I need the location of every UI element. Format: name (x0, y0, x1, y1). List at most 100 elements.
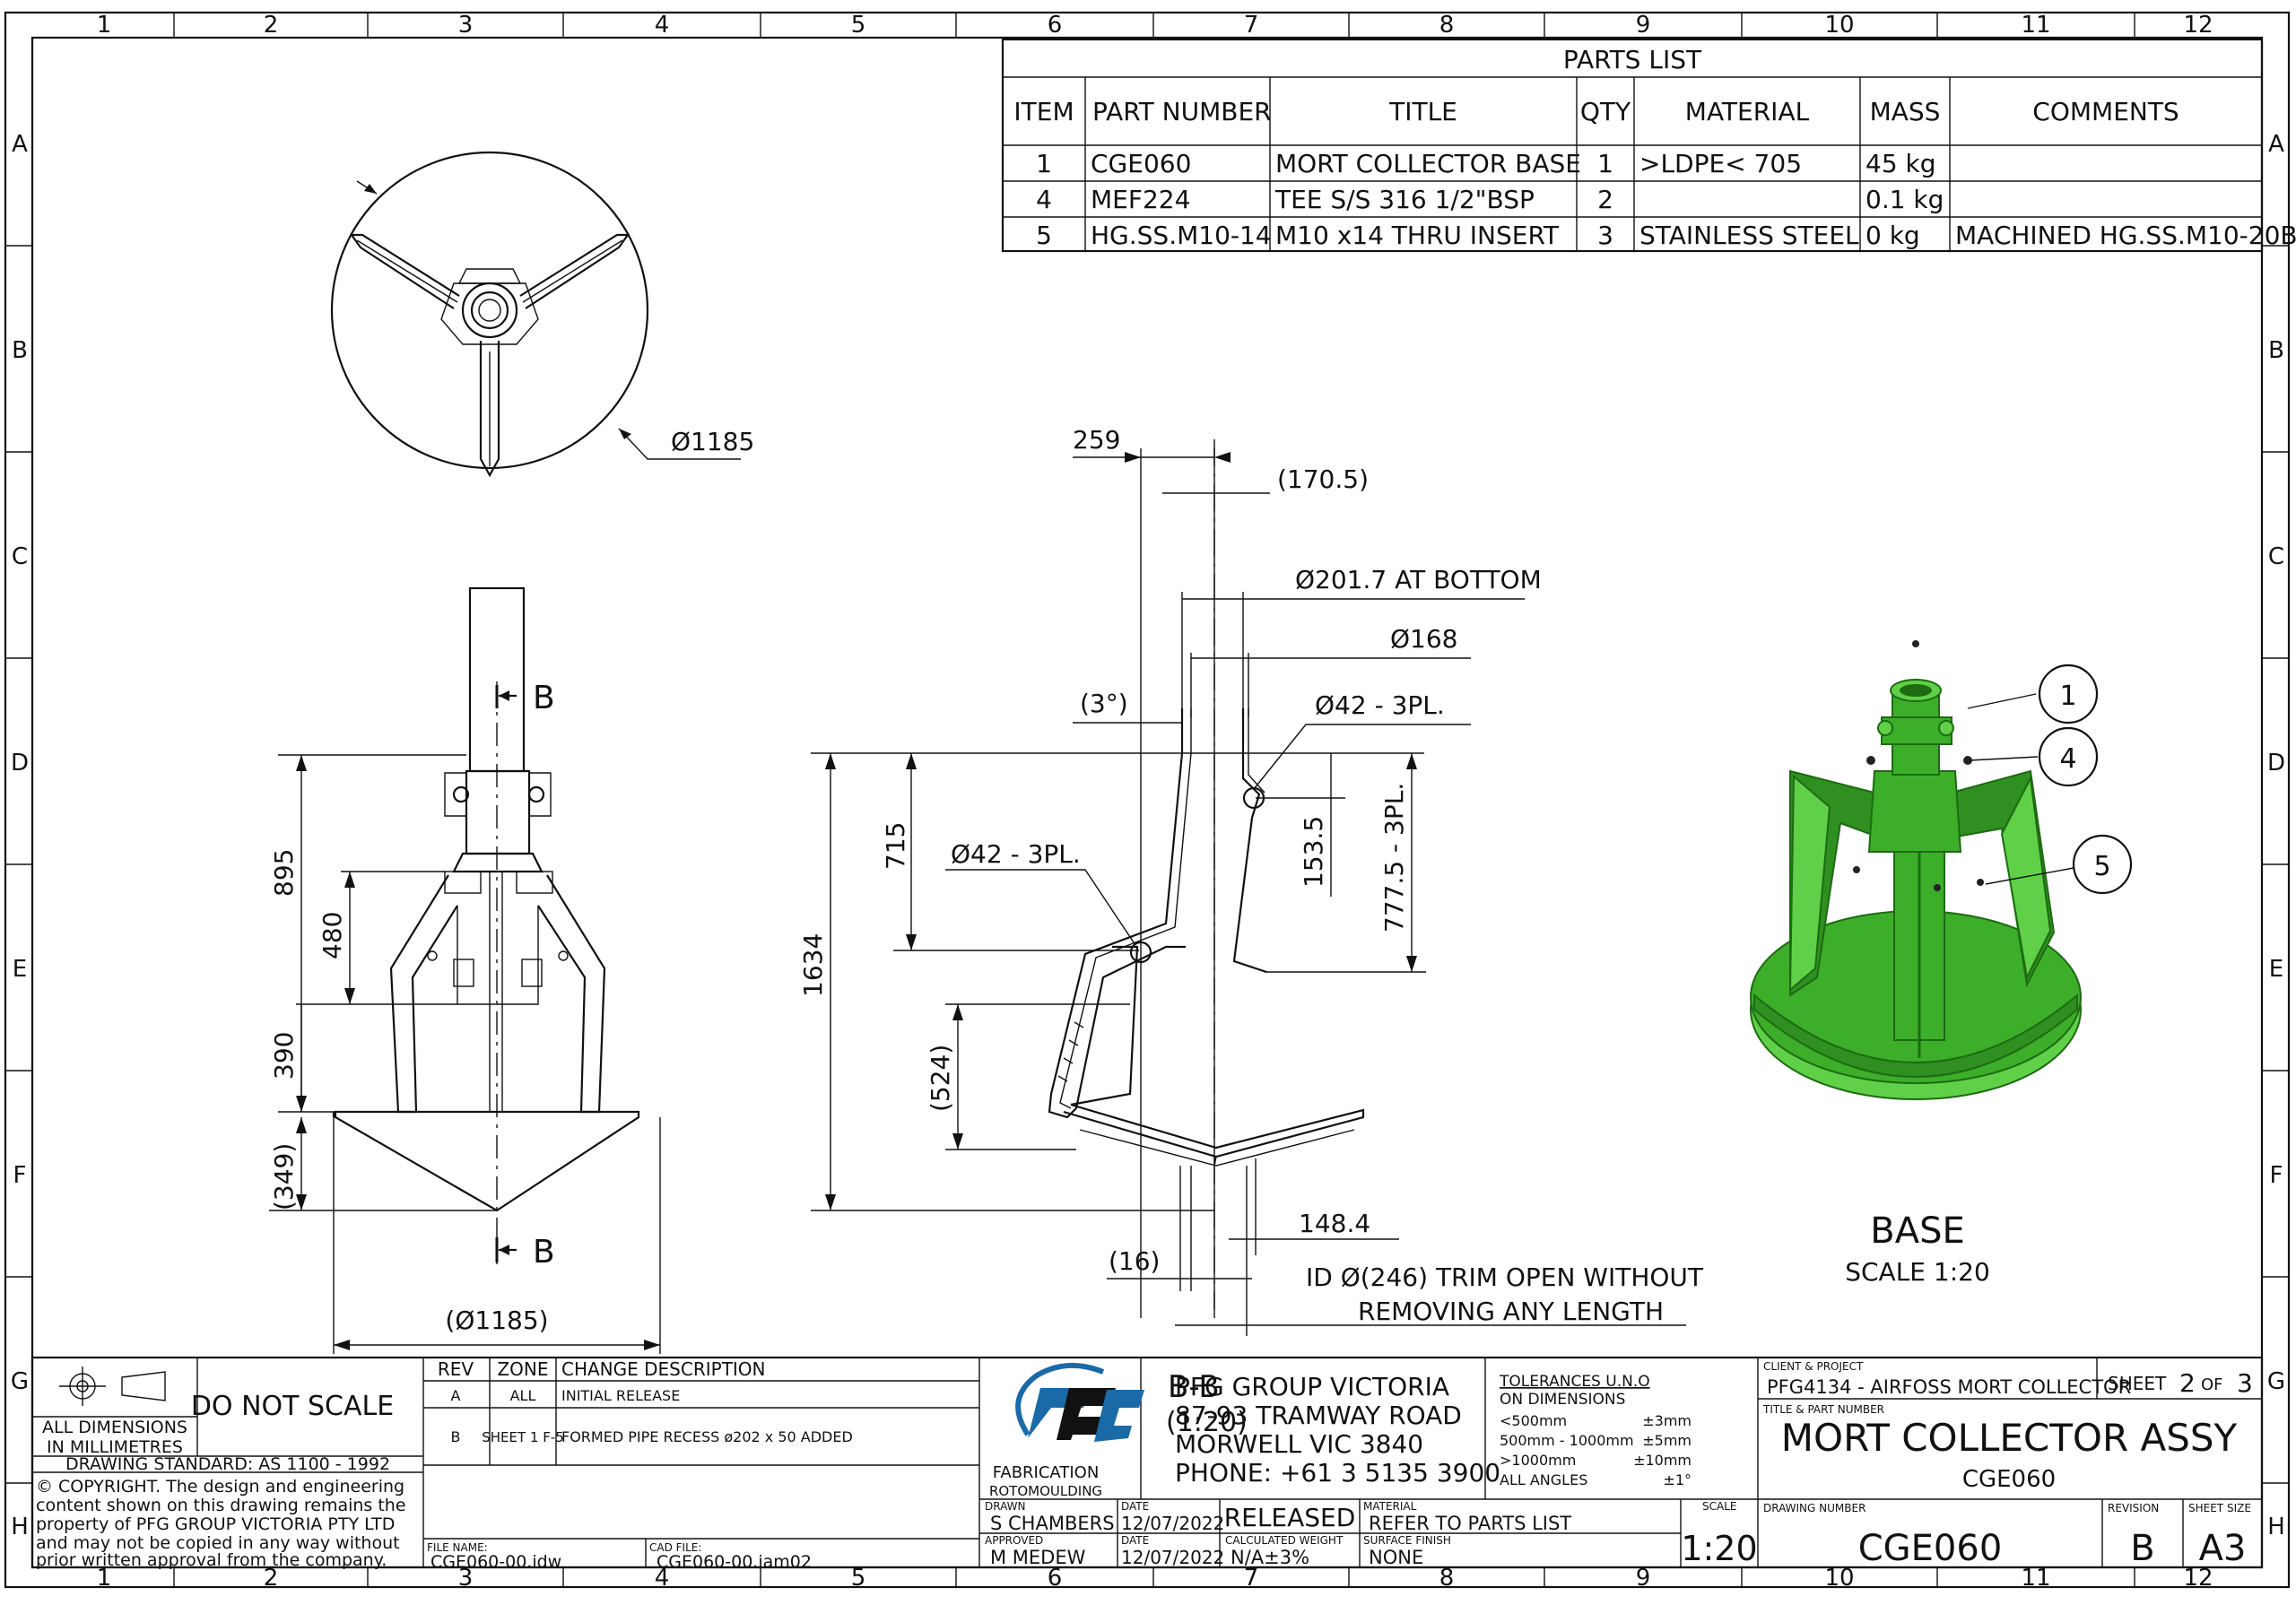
parts-list-cell: 4 (1036, 185, 1052, 214)
balloon-5: 5 (2093, 851, 2110, 882)
parts-list-cell: 2 (1597, 185, 1613, 214)
do-not-scale: DO NOT SCALE (191, 1391, 394, 1422)
parts-list-cell: STAINLESS STEEL (1639, 221, 1859, 250)
grid-row-right: E (2269, 956, 2283, 983)
grid-col-top: 7 (1244, 12, 1259, 39)
grid-col-bottom: 5 (851, 1565, 866, 1592)
scale: 1:20 (1681, 1529, 1757, 1568)
company-name: PFG GROUP VICTORIA (1175, 1372, 1449, 1401)
dim-7775: 777.5 - 3PL. (1379, 783, 1409, 933)
dim-170: (170.5) (1277, 464, 1369, 494)
parts-list-header: QTY (1580, 97, 1631, 126)
top-view: Ø1185 (330, 151, 754, 478)
drawing-number: CGE060 (1858, 1528, 2003, 1569)
logo-text-2: ROTOMOULDING (989, 1483, 1102, 1499)
grid-row-left: A (12, 131, 28, 158)
parts-list-cell: 1 (1597, 149, 1613, 178)
balloon-1: 1 (2059, 681, 2076, 712)
material-label: MATERIAL (1363, 1500, 1417, 1513)
dim-1484: 148.4 (1299, 1209, 1370, 1238)
front-view: B B 895 480 390 (349) (Ø1185) (269, 586, 661, 1354)
file-name: CGE060-00.idw (430, 1552, 561, 1572)
dim-1535: 153.5 (1299, 816, 1328, 888)
parts-list-cell: MEF224 (1091, 185, 1190, 214)
dim-201: Ø201.7 AT BOTTOM (1295, 565, 1542, 594)
parts-list-cell: MACHINED HG.SS.M10-20B (1955, 221, 2296, 250)
copyright-4: and may not be copied in any way without (36, 1533, 400, 1553)
section-mark-top: B (533, 680, 555, 716)
copyright-5: prior written approval from the company. (36, 1550, 387, 1570)
grid-col-top: 9 (1636, 12, 1651, 39)
parts-list-cell: 5 (1036, 221, 1052, 250)
grid-col-top: 3 (458, 12, 474, 39)
finish-label: SURFACE FINISH (1363, 1534, 1451, 1547)
client: PFG4134 - AIRFOSS MORT COLLECTOR (1767, 1376, 2131, 1398)
dwg-label: DRAWING NUMBER (1763, 1502, 1866, 1514)
revision-label: REVISION (2108, 1502, 2159, 1514)
rev-hdr-zone: ZONE (497, 1358, 548, 1380)
finish: NONE (1369, 1547, 1423, 1568)
grid-col-top: 8 (1439, 12, 1455, 39)
parts-list-header: ITEM (1013, 97, 1074, 126)
iso-scale: SCALE 1:20 (1845, 1257, 1990, 1287)
grid-col-bottom: 11 (2021, 1565, 2050, 1592)
parts-list-cell: HG.SS.M10-14 (1091, 221, 1272, 250)
grid-col-top: 5 (851, 12, 866, 39)
drawn-label: DRAWN (985, 1500, 1026, 1513)
rev-a-desc: INITIAL RELEASE (561, 1387, 680, 1404)
dim-3deg: (3°) (1080, 689, 1128, 718)
grid-row-right: D (2267, 750, 2285, 776)
sheet-label: SHEET (2108, 1373, 2167, 1394)
grid-row-left: G (11, 1368, 29, 1395)
parts-list-cell: 0 kg (1866, 221, 1920, 250)
grid-col-bottom: 8 (1439, 1565, 1455, 1592)
all-dims: ALL DIMENSIONS (42, 1418, 187, 1437)
part-number: CGE060 (1962, 1466, 2056, 1493)
date-label-2: DATE (1121, 1534, 1149, 1547)
approved-date: 12/07/2022 (1121, 1547, 1224, 1568)
dim-front-dia: (Ø1185) (445, 1306, 548, 1335)
weight: N/A±3% (1231, 1547, 1309, 1568)
parts-list-header: TITLE (1388, 97, 1457, 126)
phone: PHONE: +61 3 5135 3900 (1175, 1458, 1500, 1488)
dim-715: 715 (881, 822, 910, 870)
grid-row-right: C (2268, 543, 2284, 570)
tol-value: ±3mm (1642, 1412, 1692, 1429)
rev-hdr-desc: CHANGE DESCRIPTION (561, 1358, 766, 1380)
grid-col-top: 11 (2021, 12, 2050, 39)
parts-list-cell: M10 x14 THRU INSERT (1275, 221, 1560, 250)
dim-top-dia: Ø1185 (671, 427, 754, 456)
file-name-label: FILE NAME: (427, 1541, 488, 1554)
tol-range: ALL ANGLES (1500, 1471, 1587, 1488)
section-mark-bottom: B (533, 1234, 555, 1271)
parts-list-header: PART NUMBER (1092, 97, 1272, 126)
dim-259: 259 (1073, 425, 1120, 455)
dim-480: 480 (317, 912, 347, 959)
rev-b: B (451, 1428, 461, 1445)
iso-view: 1 4 5 BASE SCALE 1:20 (1750, 640, 2133, 1287)
section-scale: (1:20) (1166, 1407, 1248, 1438)
rev-hdr-rev: REV (438, 1358, 474, 1380)
grid-row-right: A (2268, 131, 2284, 158)
tol-value: ±5mm (1642, 1432, 1692, 1449)
company-logo (1015, 1362, 1144, 1442)
parts-list-cell: TEE S/S 316 1/2"BSP (1274, 185, 1535, 214)
grid-row-right: G (2267, 1368, 2285, 1395)
logo-text-1: FABRICATION (993, 1463, 1100, 1482)
section-label: B-B (1168, 1369, 1220, 1405)
dim-42a: Ø42 - 3PL. (1315, 690, 1445, 720)
grid-row-left: D (11, 750, 29, 776)
parts-list-header: MATERIAL (1685, 97, 1810, 126)
drawing-title: MORT COLLECTOR ASSY (1781, 1416, 2238, 1460)
approved-by: M MEDEW (990, 1547, 1086, 1568)
dim-524: (524) (926, 1045, 955, 1112)
parts-list-cell: 3 (1597, 221, 1613, 250)
drawn-date: 12/07/2022 (1121, 1513, 1224, 1534)
cad-file: CGE060-00.iam02 (657, 1552, 812, 1572)
